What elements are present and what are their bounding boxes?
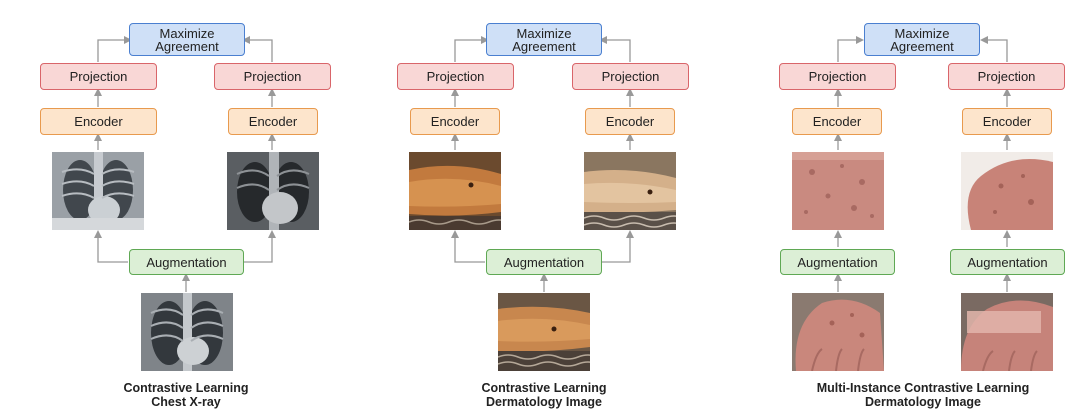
projection-box-right: Projection <box>948 63 1065 90</box>
maximize-label-line2: Agreement <box>512 38 576 54</box>
caption-line1: Multi-Instance Contrastive Learning <box>816 381 1030 395</box>
caption-panel-3: Multi-Instance Contrastive Learning Derm… <box>793 381 1053 409</box>
projection-box-right: Projection <box>572 63 689 90</box>
caption-line1: Contrastive Learning <box>481 381 607 395</box>
maximize-label-line1: Maximize <box>159 25 215 41</box>
encoder-box-left: Encoder <box>40 108 157 135</box>
caption-line2: Dermatology Image <box>485 395 602 409</box>
encoder-box-right: Encoder <box>228 108 318 135</box>
encoder-box-left: Encoder <box>792 108 882 135</box>
projection-box-left: Projection <box>779 63 896 90</box>
maximize-label-line2: Agreement <box>890 38 954 54</box>
projection-box-left: Projection <box>397 63 514 90</box>
skin-lesion-view-left <box>409 152 501 230</box>
caption-line1: Contrastive Learning <box>123 381 249 395</box>
augmentation-box-right: Augmentation <box>950 249 1065 275</box>
hand-skin-original-left <box>792 293 884 371</box>
skin-lesion-original <box>498 293 590 371</box>
caption-line2: Chest X-ray <box>151 395 221 409</box>
chest-xray-original <box>141 293 233 371</box>
augmentation-box: Augmentation <box>129 249 244 275</box>
hand-skin-view-left <box>792 152 884 230</box>
encoder-box-right: Encoder <box>962 108 1052 135</box>
chest-xray-view-left <box>52 152 144 230</box>
maximize-label-line1: Maximize <box>516 25 572 41</box>
augmentation-box: Augmentation <box>486 249 602 275</box>
augmentation-box-left: Augmentation <box>780 249 895 275</box>
hand-skin-original-right <box>961 293 1053 371</box>
hand-skin-view-right <box>961 152 1053 230</box>
caption-panel-1: Contrastive Learning Chest X-ray <box>56 381 316 409</box>
chest-xray-view-right <box>227 152 319 230</box>
projection-box-right: Projection <box>214 63 331 90</box>
projection-box-left: Projection <box>40 63 157 90</box>
skin-lesion-view-right <box>584 152 676 230</box>
maximize-label-line2: Agreement <box>155 38 219 54</box>
encoder-box-right: Encoder <box>585 108 675 135</box>
encoder-box-left: Encoder <box>410 108 500 135</box>
caption-panel-2: Contrastive Learning Dermatology Image <box>414 381 674 409</box>
maximize-label-line1: Maximize <box>894 25 950 41</box>
caption-line2: Dermatology Image <box>864 395 981 409</box>
